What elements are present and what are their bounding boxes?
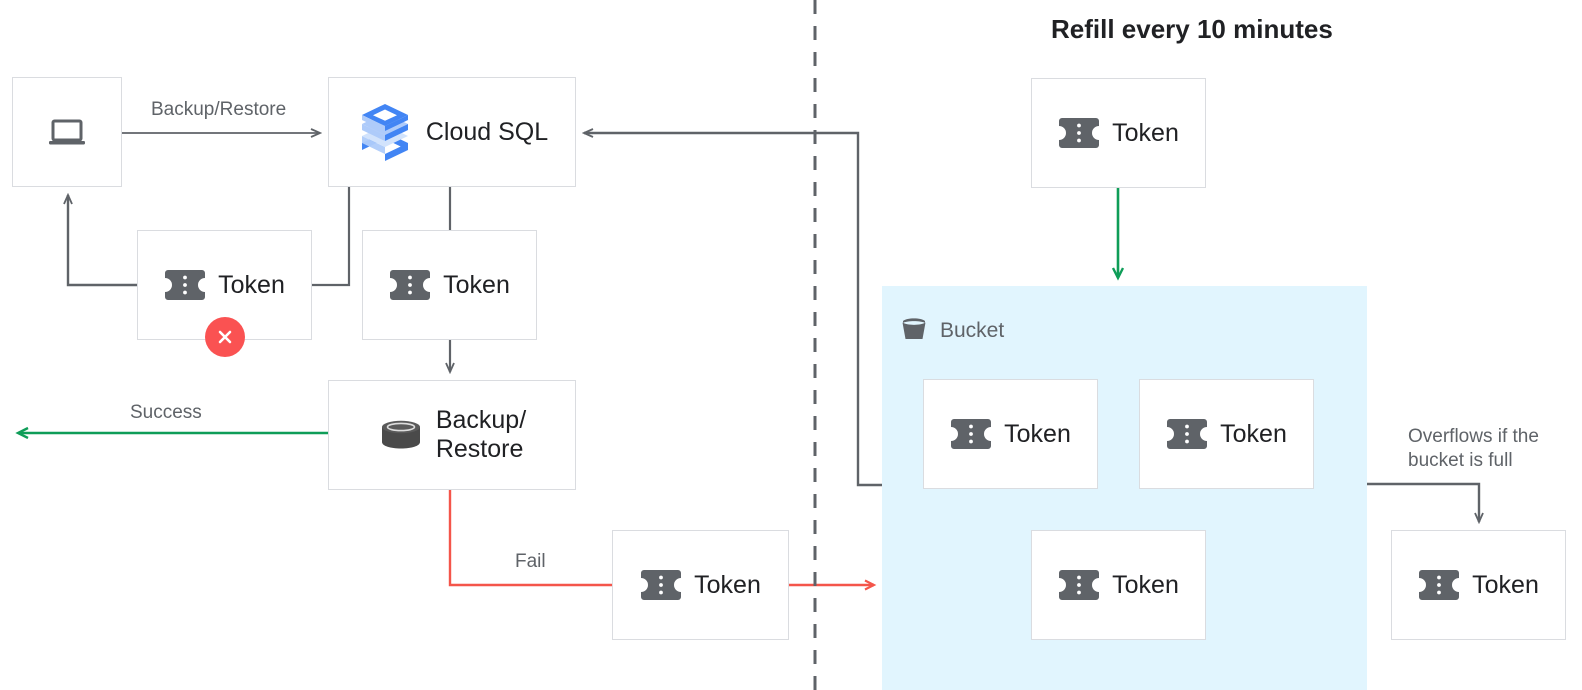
database-icon (381, 420, 420, 449)
token-icon (165, 270, 206, 300)
node-label: Token (1112, 118, 1179, 147)
node-label: Backup/ Restore (435, 406, 527, 463)
token-icon (1059, 570, 1100, 600)
node-token-b1[interactable]: Token (923, 379, 1098, 489)
token-error-badge (205, 317, 245, 357)
node-token-failed[interactable]: Token (612, 530, 789, 640)
bucket-icon (898, 312, 930, 350)
node-token-b2[interactable]: Token (1139, 379, 1314, 489)
close-icon (218, 330, 232, 344)
token-icon (390, 270, 431, 300)
node-backup[interactable]: Backup/ Restore (328, 380, 576, 490)
node-token-overflow[interactable]: Token (1391, 530, 1566, 640)
edge-tokenfail-to-client (68, 195, 137, 287)
node-label: Token (443, 270, 510, 299)
node-label: Token (218, 270, 285, 299)
edge-label-overflow: Overflows if the bucket is full (1408, 426, 1539, 471)
edge-cloudsql-to-tokenfail (312, 187, 351, 287)
token-icon (641, 570, 682, 600)
node-label: Token (1220, 419, 1287, 448)
bucket-caption-label: Bucket (940, 319, 1005, 342)
node-token-refill[interactable]: Token (1031, 78, 1206, 188)
token-icon (951, 419, 992, 449)
node-label: Token (1112, 570, 1179, 599)
node-label: Cloud SQL (425, 117, 549, 146)
edge-label-backup-restore: Backup/Restore (151, 99, 287, 120)
node-token-b3[interactable]: Token (1031, 530, 1206, 640)
laptop-icon (49, 119, 85, 145)
token-icon (1167, 419, 1208, 449)
edge-label-fail: Fail (515, 551, 546, 572)
page-title: Refill every 10 minutes (1051, 14, 1333, 44)
token-icon (1059, 118, 1100, 148)
node-label: Token (694, 570, 761, 599)
node-label: Token (1472, 570, 1539, 599)
edge-bucket-overflow (1357, 482, 1479, 522)
node-label: Token (1004, 419, 1071, 448)
edge-label-success: Success (130, 402, 202, 423)
node-token-ok[interactable]: Token (362, 230, 537, 340)
bucket-caption: Bucket (898, 312, 1004, 350)
node-client[interactable] (12, 77, 122, 187)
token-icon (1419, 570, 1460, 600)
edge-bucket-to-cloudsql (584, 133, 882, 487)
cloudsql-icon (361, 104, 408, 161)
node-cloudsql[interactable]: Cloud SQL (328, 77, 576, 187)
